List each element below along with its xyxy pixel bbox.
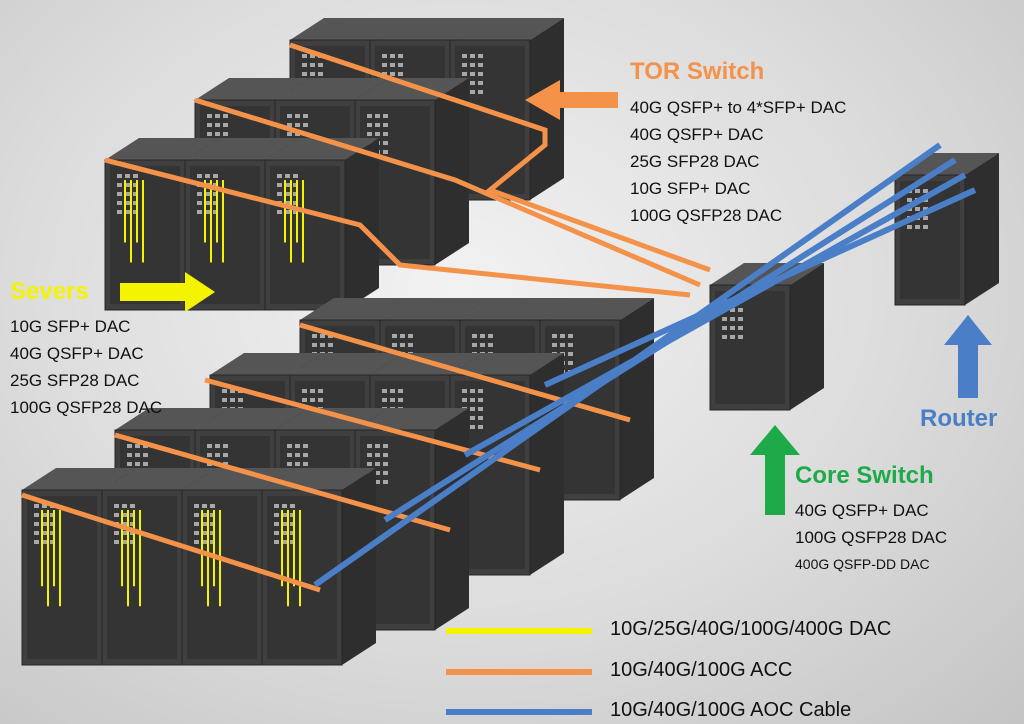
- server-rack: [354, 78, 469, 266]
- acc-cable: [289, 42, 711, 273]
- acc-cable: [104, 157, 691, 298]
- router-title: Router: [920, 405, 998, 432]
- aoc-cable: [543, 187, 977, 388]
- legend-acc-line: [446, 669, 592, 675]
- tor-switch-cable-list: 40G QSFP+ to 4*SFP+ DAC 40G QSFP+ DAC 25…: [630, 94, 846, 229]
- legend-aoc-line: [446, 709, 592, 715]
- servers-cable-list: 10G SFP+ DAC 40G QSFP+ DAC 25G SFP28 DAC…: [10, 313, 162, 421]
- server-rack: [449, 353, 564, 576]
- acc-cable: [21, 492, 321, 593]
- servers-item: 10G SFP+ DAC: [10, 317, 131, 336]
- router-arrow: [944, 315, 992, 398]
- tor-switch-item: 40G QSFP+ DAC: [630, 125, 764, 144]
- core-switch-item: 100G QSFP28 DAC: [795, 528, 948, 547]
- legend-aoc-label: 10G/40G/100G AOC Cable: [610, 699, 852, 721]
- core-switch-title: Core Switch: [795, 462, 934, 489]
- tor-switch-item: 100G QSFP28 DAC: [630, 206, 783, 225]
- acc-cable: [194, 97, 701, 288]
- server-rack: [264, 138, 379, 311]
- tor-switch-item: 10G SFP+ DAC: [630, 179, 751, 198]
- legend-dac-line: [446, 628, 592, 634]
- core-switch-item: 40G QSFP+ DAC: [795, 501, 929, 520]
- legend-acc-label: 10G/40G/100G ACC: [610, 659, 793, 681]
- tor-switch-item: 25G SFP28 DAC: [630, 152, 760, 171]
- aoc-cable: [463, 172, 967, 458]
- tor-switch-arrow: [525, 80, 618, 120]
- servers-item: 100G QSFP28 DAC: [10, 398, 163, 417]
- servers-item: 40G QSFP+ DAC: [10, 344, 144, 363]
- legend-dac-label: 10G/25G/40G/100G/400G DAC: [610, 618, 892, 640]
- servers-arrow: [120, 272, 215, 312]
- tor-switch-item: 40G QSFP+ to 4*SFP+ DAC: [630, 98, 847, 117]
- server-rack: [894, 153, 999, 306]
- core-switch-item: 400G QSFP-DD DAC: [795, 556, 930, 572]
- servers-item: 25G SFP28 DAC: [10, 371, 140, 390]
- core-switch-arrow: [750, 425, 800, 515]
- server-rack: [101, 468, 216, 666]
- tor-switch-title: TOR Switch: [630, 58, 765, 85]
- core-switch-cable-list: 40G QSFP+ DAC 100G QSFP28 DAC 400G QSFP-…: [795, 497, 947, 578]
- servers-title: Severs: [10, 278, 89, 305]
- server-rack: [261, 468, 376, 666]
